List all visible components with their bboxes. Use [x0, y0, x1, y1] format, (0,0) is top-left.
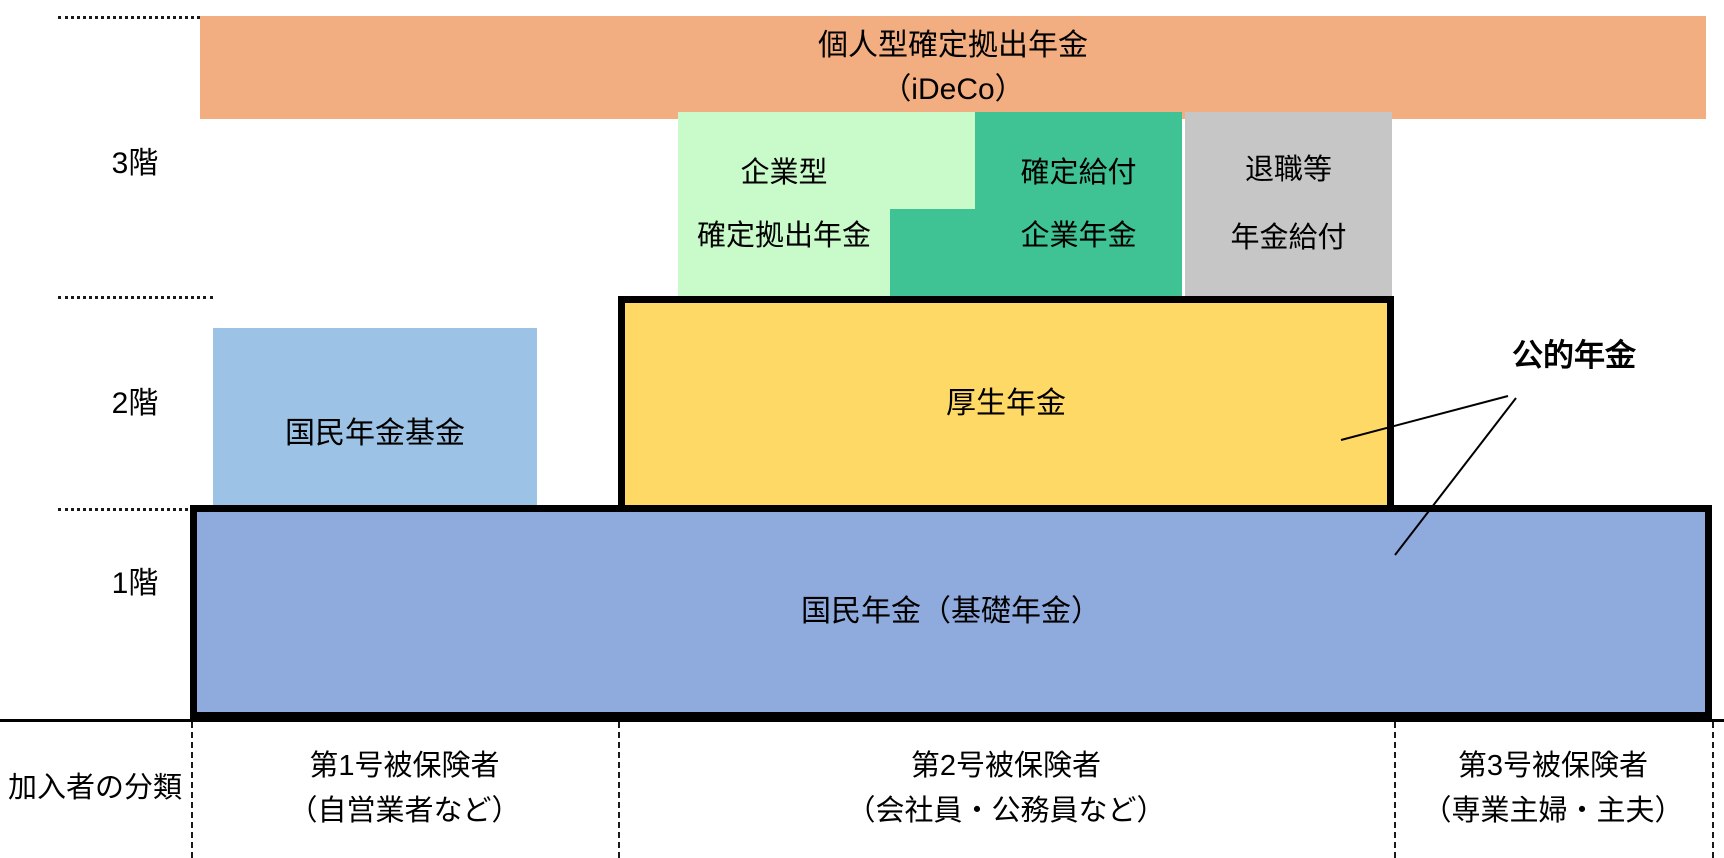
block-db-pension-line2: 企業年金 — [1020, 220, 1137, 252]
classification-cell-type3-line2: （専業主婦・主夫） — [1422, 794, 1684, 827]
block-retirement-benefit-line2: 年金給付 — [1230, 222, 1347, 254]
floor-label-2f: 2階 — [111, 387, 159, 420]
classification-divider-1 — [191, 722, 193, 858]
classification-row-label: 加入者の分類 — [0, 719, 190, 858]
public-pension-annotation: 公的年金 — [1512, 338, 1636, 373]
classification-cell-type1: 第1号被保険者 （自営業者など） — [191, 719, 618, 858]
block-kokumin-nenkin-kikin: 国民年金基金 — [213, 328, 537, 539]
block-corporate-dc-line1: 企業型 — [740, 157, 828, 189]
block-retirement-benefit: 退職等 年金給付 — [1185, 112, 1392, 296]
block-kosei-nenkin: 厚生年金 — [618, 296, 1394, 512]
floor-label-1f: 1階 — [111, 567, 159, 600]
guide-line-3f-bottom — [58, 296, 213, 299]
classification-cell-type2-line1: 第2号被保険者 — [910, 749, 1102, 782]
classification-divider-4 — [1712, 722, 1714, 858]
classification-cell-type2: 第2号被保険者 （会社員・公務員など） — [618, 719, 1394, 858]
block-ideco: 個人型確定拠出年金 （iDeCo） — [200, 16, 1706, 119]
block-retirement-benefit-line1: 退職等 — [1244, 153, 1332, 186]
block-ideco-line2: （iDeCo） — [881, 72, 1025, 106]
block-db-pension: 確定給付 企業年金 — [890, 112, 1182, 296]
classification-divider-2 — [618, 722, 620, 858]
floor-label-3f: 3階 — [111, 147, 159, 180]
classification-divider-3 — [1394, 722, 1396, 858]
block-corporate-dc: 企業型 確定拠出年金 — [678, 112, 975, 296]
block-kokumin-nenkin-kikin-label: 国民年金基金 — [285, 416, 465, 450]
block-ideco-line1: 個人型確定拠出年金 — [818, 29, 1088, 62]
classification-cell-type3-line1: 第3号被保険者 — [1457, 749, 1649, 782]
classification-row-label-text: 加入者の分類 — [7, 772, 182, 805]
classification-cell-type2-line2: （会社員・公務員など） — [846, 794, 1166, 827]
classification-cell-type1-line2: （自営業者など） — [288, 794, 521, 827]
classification-cell-type3: 第3号被保険者 （専業主婦・主夫） — [1394, 719, 1712, 858]
block-kokumin-nenkin-label: 国民年金（基礎年金） — [801, 595, 1101, 629]
block-corporate-dc-line2: 確定拠出年金 — [696, 220, 871, 252]
guide-line-2f-bottom — [58, 508, 213, 511]
block-db-pension-line1: 確定給付 — [1020, 157, 1137, 189]
classification-cell-type1-line1: 第1号被保険者 — [309, 749, 500, 782]
block-kokumin-nenkin: 国民年金（基礎年金） — [190, 505, 1712, 719]
guide-line-top — [58, 16, 213, 19]
block-kosei-nenkin-label: 厚生年金 — [946, 387, 1066, 421]
classification-top-rule — [0, 719, 1724, 722]
